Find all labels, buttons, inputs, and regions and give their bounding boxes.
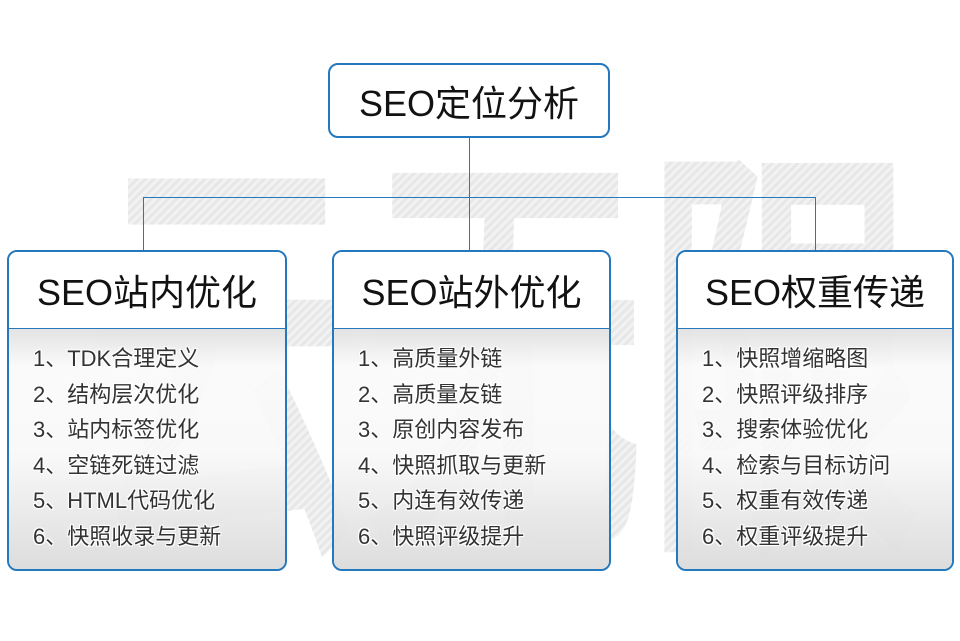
connector-left-drop (143, 197, 144, 251)
list-item: 6、权重评级提升 (702, 523, 869, 549)
list-item: 4、空链死链过滤 (33, 452, 200, 478)
list-item: 1、快照增缩略图 (702, 346, 869, 371)
list-item: 6、快照评级提升 (358, 523, 525, 549)
list-item: 5、HTML代码优化 (33, 488, 216, 513)
list-item: 5、权重有效传递 (702, 488, 869, 513)
column-offsite-header: SEO站外优化 (334, 252, 609, 329)
column-onsite-body: 1、TDK合理定义 2、结构层次优化 3、站内标签优化 4、空链死链过滤 5、H… (9, 329, 285, 569)
root-node-label: SEO定位分析 (358, 82, 580, 124)
connector-middle-drop (469, 197, 470, 251)
column-offsite-body: 1、高质量外链 2、高质量友链 3、原创内容发布 4、快照抓取与更新 5、内连有… (334, 329, 609, 569)
connector-root-drop (469, 138, 470, 198)
list-item: 3、站内标签优化 (33, 417, 200, 442)
list-item: 2、快照评级排序 (702, 381, 869, 407)
list-item: 3、搜索体验优化 (702, 417, 869, 442)
list-item: 5、内连有效传递 (358, 488, 525, 513)
column-offsite-optimization: SEO站外优化 1、高质量外链 2、高质量友链 3、原创内容发布 4、快照抓取与… (332, 250, 611, 571)
column-weight-header: SEO权重传递 (678, 252, 952, 329)
list-item: 4、检索与目标访问 (702, 452, 891, 478)
list-item: 3、原创内容发布 (358, 417, 525, 442)
connector-right-drop (815, 197, 816, 251)
column-offsite-title: SEO站外优化 (361, 272, 582, 313)
list-item: 1、高质量外链 (358, 346, 503, 371)
list-item: 2、结构层次优化 (33, 381, 200, 407)
list-item: 6、快照收录与更新 (33, 523, 222, 549)
connector-horizontal (143, 197, 816, 198)
column-weight-title: SEO权重传递 (704, 272, 926, 313)
column-weight-transfer: SEO权重传递 1、快照增缩略图 2、快照评级排序 3、搜索体验优化 4、检索与… (676, 250, 954, 571)
list-item: 2、高质量友链 (358, 381, 503, 407)
column-onsite-title: SEO站内优化 (36, 272, 258, 313)
column-onsite-optimization: SEO站内优化 1、TDK合理定义 2、结构层次优化 3、站内标签优化 4、空链… (7, 250, 287, 571)
list-item: 1、TDK合理定义 (33, 346, 200, 371)
list-item: 4、快照抓取与更新 (358, 452, 547, 478)
column-onsite-header: SEO站内优化 (9, 252, 285, 329)
root-node-seo-positioning: SEO定位分析 (328, 63, 610, 138)
column-weight-body: 1、快照增缩略图 2、快照评级排序 3、搜索体验优化 4、检索与目标访问 5、权… (678, 329, 952, 569)
